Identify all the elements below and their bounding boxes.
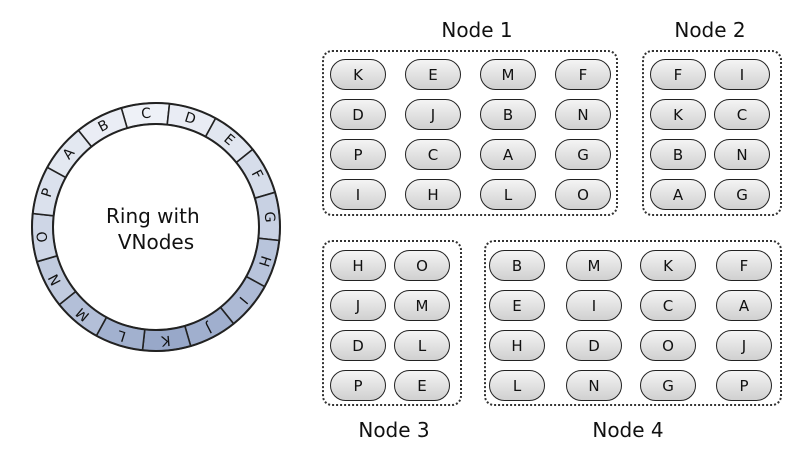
vnode-chip: J [716,330,772,361]
vnode-chip: A [716,290,772,321]
vnode-chip: D [330,99,386,130]
node-3-title: Node 3 [358,418,430,442]
vnode-chip: G [640,370,696,401]
vnode-chip: P [330,370,386,401]
vnode-chip: F [555,59,611,90]
vnode-chip: M [480,59,536,90]
vnode-chip: F [716,250,772,281]
vnode-chip: C [714,99,770,130]
vnode-chip: I [330,179,386,210]
ring-center-label: Ring with VNodes [106,204,206,254]
ring-inner-edge [52,123,260,331]
node-4-box [484,240,782,406]
vnode-chip: N [566,370,622,401]
vnode-chip: A [650,179,706,210]
vnode-chip: E [405,59,461,90]
vnode-chip: J [405,99,461,130]
vnode-chip: F [650,59,706,90]
vnode-chip: C [405,139,461,170]
vnode-chip: I [714,59,770,90]
node-3-box [322,240,462,406]
vnode-chip: K [330,59,386,90]
vnode-chip: M [394,290,450,321]
vnode-chip: K [640,250,696,281]
ring-segment-label-k: K [160,332,171,349]
ring-center-line-2: VNodes [118,230,194,254]
node-2-title: Node 2 [674,18,746,42]
vnode-chip: O [640,330,696,361]
vnode-chip: L [394,330,450,361]
node-1-title: Node 1 [441,18,513,42]
vnode-chip: H [489,330,545,361]
vnode-chip: B [489,250,545,281]
vnode-chip: G [714,179,770,210]
node-2-box [642,50,782,216]
vnode-chip: O [555,179,611,210]
vnode-chip: E [489,290,545,321]
vnode-chip: P [330,139,386,170]
vnode-chip: K [650,99,706,130]
vnode-chip: O [394,250,450,281]
vnode-chip: D [566,330,622,361]
ring-segment-label-j: J [203,319,215,336]
ring-outer-edge [31,102,281,352]
vnode-chip: I [566,290,622,321]
vnode-chip: A [480,139,536,170]
vnode-chip: D [330,330,386,361]
ring-segment-label-d: D [183,110,198,129]
vnode-chip: N [555,99,611,130]
vnode-chip: L [480,179,536,210]
vnode-chip: L [489,370,545,401]
ring-center-line-1: Ring with [106,204,200,228]
vnode-chip: B [480,99,536,130]
vnode-chip: J [330,290,386,321]
ring-segment-label-h: H [255,254,273,269]
vnode-chip: B [650,139,706,170]
vnode-chip: E [394,370,450,401]
node-1-box [322,50,618,216]
node-4-title: Node 4 [592,418,664,442]
ring-segment-label-c: C [141,106,152,123]
ring-segment-label-o: O [34,231,51,243]
vnode-chip: P [716,370,772,401]
vnode-chip: H [405,179,461,210]
vnode-chip: G [555,139,611,170]
vnode-chip: H [330,250,386,281]
vnode-chip: C [640,290,696,321]
ring-segment-label-g: G [261,211,278,223]
vnode-chip: M [566,250,622,281]
vnode-chip: N [714,139,770,170]
